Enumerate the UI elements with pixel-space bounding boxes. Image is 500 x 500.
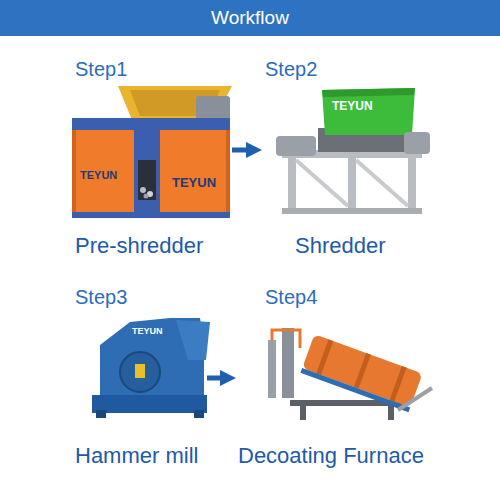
hammer-mill-illustration [194, 410, 204, 418]
pre-shredder-illustration [196, 96, 230, 120]
pre-shredder-illustration [140, 187, 146, 193]
pre-shredder-illustration [134, 130, 160, 216]
decoating-furnace-illustration [272, 330, 300, 348]
decoating-furnace-illustration [268, 340, 276, 398]
title: Workflow [0, 0, 500, 36]
decoating-furnace-illustration [300, 334, 422, 412]
pre-shredder-illustration [118, 86, 232, 120]
hammer-mill-illustration [96, 410, 106, 418]
hammer-mill-illustration [176, 320, 210, 360]
pre-shredder-illustration [72, 86, 232, 218]
shredder-illustration [296, 160, 348, 206]
decoating-furnace-illustration [282, 328, 294, 398]
step-name: Decoating Furnace [238, 443, 424, 468]
brand-label: TEYUN [172, 176, 216, 189]
brand-label: TEYUN [132, 327, 163, 336]
step-name: Pre-shredder [75, 233, 203, 258]
pre-shredder-illustration [144, 194, 149, 199]
step-number: Step3 [75, 286, 127, 309]
pre-shredder-illustration [226, 130, 230, 216]
hammer-mill-illustration [120, 352, 160, 392]
shredder-illustration [276, 136, 316, 156]
shredder-illustration [356, 160, 408, 206]
header-bar: Workflow [0, 0, 500, 36]
decoating-furnace-illustration [268, 328, 432, 420]
step-name: Hammer mill [75, 443, 198, 468]
brand-label: TEYUN [332, 100, 373, 112]
step-number: Step4 [265, 286, 317, 309]
flow-arrow [232, 148, 246, 153]
shredder-illustration [404, 132, 430, 154]
decoating-furnace-illustration [300, 368, 410, 412]
brand-label: TEYUN [80, 170, 117, 181]
decoating-furnace-illustration [354, 353, 371, 389]
process-step: Step4Decoating Furnace [236, 286, 436, 468]
shredder-illustration [322, 88, 415, 97]
decoating-furnace-illustration [302, 334, 422, 407]
shredder-illustration [282, 208, 422, 214]
step-name: Shredder [295, 233, 386, 258]
decoating-furnace-illustration [316, 339, 333, 375]
process-step: Step3Hammer mill [72, 286, 207, 468]
process-step: Step2Shredder [262, 58, 432, 258]
shredder-illustration [288, 158, 296, 214]
flow-arrow [207, 376, 220, 381]
decoating-furnace-illustration [398, 388, 432, 410]
step-number: Step2 [265, 58, 317, 81]
shredder-illustration [276, 88, 430, 214]
decoating-furnace-illustration [300, 406, 306, 420]
pre-shredder-illustration [72, 118, 230, 130]
shredder-illustration [348, 158, 356, 214]
decoating-furnace-illustration [390, 366, 407, 402]
pre-shredder-illustration [72, 130, 76, 216]
hammer-mill-illustration [92, 318, 210, 418]
shredder-illustration [408, 158, 416, 214]
step-number: Step1 [75, 58, 127, 81]
pre-shredder-illustration [160, 130, 230, 216]
pre-shredder-illustration [72, 130, 134, 216]
process-step: Step1Pre-shredder [72, 58, 232, 258]
pre-shredder-illustration [72, 212, 230, 218]
hammer-mill-illustration [92, 395, 207, 413]
pre-shredder-illustration [138, 160, 156, 200]
shredder-illustration [322, 88, 415, 135]
decoating-furnace-illustration [388, 406, 394, 420]
hammer-mill-illustration [135, 364, 145, 378]
